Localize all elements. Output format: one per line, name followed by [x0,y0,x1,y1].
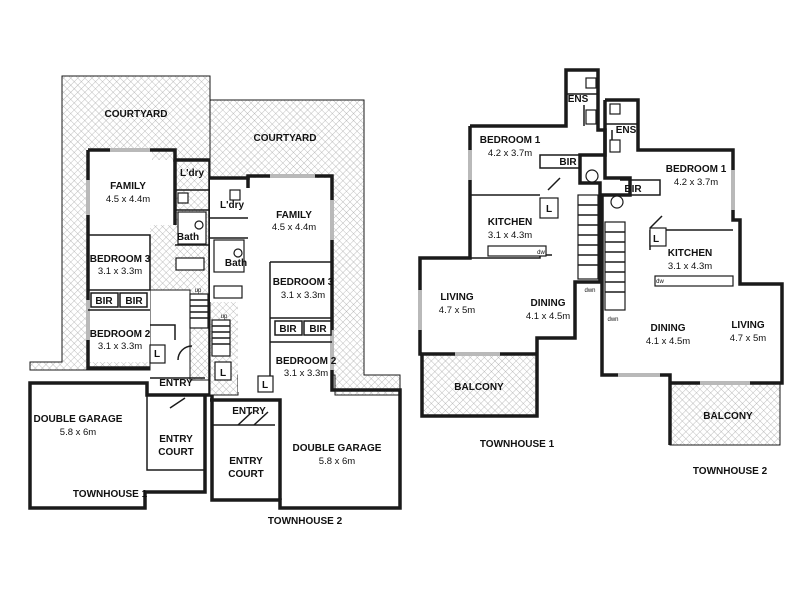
th1-kitchen-size: 3.1 x 4.3m [488,230,532,241]
th2-family-label: FAMILY [276,210,312,221]
th2-bir-a-label: BIR [279,324,297,335]
th1-living-size: 4.7 x 5m [439,305,476,316]
th2-ground-caption: TOWNHOUSE 2 [268,516,343,527]
th2-family-size: 4.5 x 4.4m [272,222,316,233]
th2-garage-label: DOUBLE GARAGE [293,443,382,454]
th1-bedroom1-size: 4.2 x 3.7m [488,148,532,159]
th1-dining-label: DINING [531,298,566,309]
th1-down-label: dwn [584,288,595,294]
th2-bir-b-label: BIR [309,324,327,335]
th1-bath-label: Bath [177,232,199,243]
th2-bedroom3-label: BEDROOM 3 [273,277,334,288]
th1-bedroom3-label: BEDROOM 3 [90,254,151,265]
th2-balcony-label: BALCONY [703,411,753,422]
th2-linen-label-a: L [220,368,226,379]
th1-bir-b-label: BIR [125,296,143,307]
th1-upper-stairs [577,194,599,280]
th2-entry-label: ENTRY [232,406,266,417]
th2-upper-linen-label: L [653,234,659,245]
th1-upper-linen-label: L [546,204,552,215]
th2-linen-label-b: L [262,380,268,391]
th1-living-label: LIVING [440,292,474,303]
th1-kitchen-label: KITCHEN [488,217,532,228]
th2-entry-court-line2: COURT [228,469,264,480]
th2-entry-court-line1: ENTRY [229,456,263,467]
th1-stairs [189,293,209,329]
th2-down-label: dwn [607,317,618,323]
th2-courtyard-label: COURTYARD [254,133,317,144]
th1-bir-a-label: BIR [95,296,113,307]
th2-kitchen-label: KITCHEN [668,248,712,259]
th1-bedroom2-size: 3.1 x 3.3m [98,341,142,352]
th2-bedroom1-label: BEDROOM 1 [666,164,727,175]
th1-ground-caption: TOWNHOUSE 1 [73,489,148,500]
th2-ensuite-label: ENS [616,125,637,136]
th1-garage-size: 5.8 x 6m [60,427,97,438]
th1-bedroom3-size: 3.1 x 3.3m [98,266,142,277]
th1-upper-caption: TOWNHOUSE 1 [480,439,555,450]
th1-entry-label: ENTRY [159,378,193,389]
th2-living-label: LIVING [731,320,765,331]
th2-dining-label: DINING [651,323,686,334]
th2-bedroom1-size: 4.2 x 3.7m [674,177,718,188]
th2-bedroom3-size: 3.1 x 3.3m [281,290,325,301]
th2-dishwasher-label: dw [656,279,664,285]
th2-bath-label: Bath [225,258,247,269]
upper-townhouse-1: ENS BEDROOM 1 4.2 x 3.7m BIR L KITCHEN 3… [418,68,607,450]
th1-balcony-label: BALCONY [454,382,504,393]
th1-linen-label: L [154,349,160,360]
th2-dining-size: 4.1 x 4.5m [646,336,690,347]
th1-laundry-label: L'dry [180,168,204,179]
th1-up-label: up [195,288,202,294]
th2-laundry-label: L'dry [220,200,244,211]
th1-bedroom2-label: BEDROOM 2 [90,329,151,340]
th1-dishwasher-label: dw [537,250,545,256]
th2-upper-caption: TOWNHOUSE 2 [693,466,768,477]
th2-garage-size: 5.8 x 6m [319,456,356,467]
th1-family-label: FAMILY [110,181,146,192]
th1-garage-label: DOUBLE GARAGE [34,414,123,425]
ground-townhouse-1: COURTYARD L'dry FAMILY 4.5 x 4.4m Bath B… [28,75,212,510]
th2-bedroom2-size: 3.1 x 3.3m [284,368,328,379]
th2-up-label: up [221,314,228,320]
th1-entry-court-line2: COURT [158,447,194,458]
th2-living-size: 4.7 x 5m [730,333,767,344]
th1-dining-size: 4.1 x 4.5m [526,311,570,322]
th1-bedroom1-label: BEDROOM 1 [480,135,541,146]
th2-stairs [211,319,231,357]
th1-bir-label: BIR [559,157,577,168]
th1-entry-court-line1: ENTRY [159,434,193,445]
th1-courtyard-label: COURTYARD [105,109,168,120]
th2-bir-label: BIR [624,184,642,195]
th2-bedroom2-label: BEDROOM 2 [276,356,337,367]
upper-townhouse-2: ENS BEDROOM 1 4.2 x 3.7m BIR L KITCHEN 3… [600,98,784,477]
th1-ensuite-label: ENS [568,94,589,105]
th2-upper-stairs [604,221,626,311]
th2-kitchen-size: 3.1 x 4.3m [668,261,712,272]
th1-family-size: 4.5 x 4.4m [106,194,150,205]
ground-townhouse-2: COURTYARD L'dry FAMILY 4.5 x 4.4m Bath B… [209,99,402,527]
